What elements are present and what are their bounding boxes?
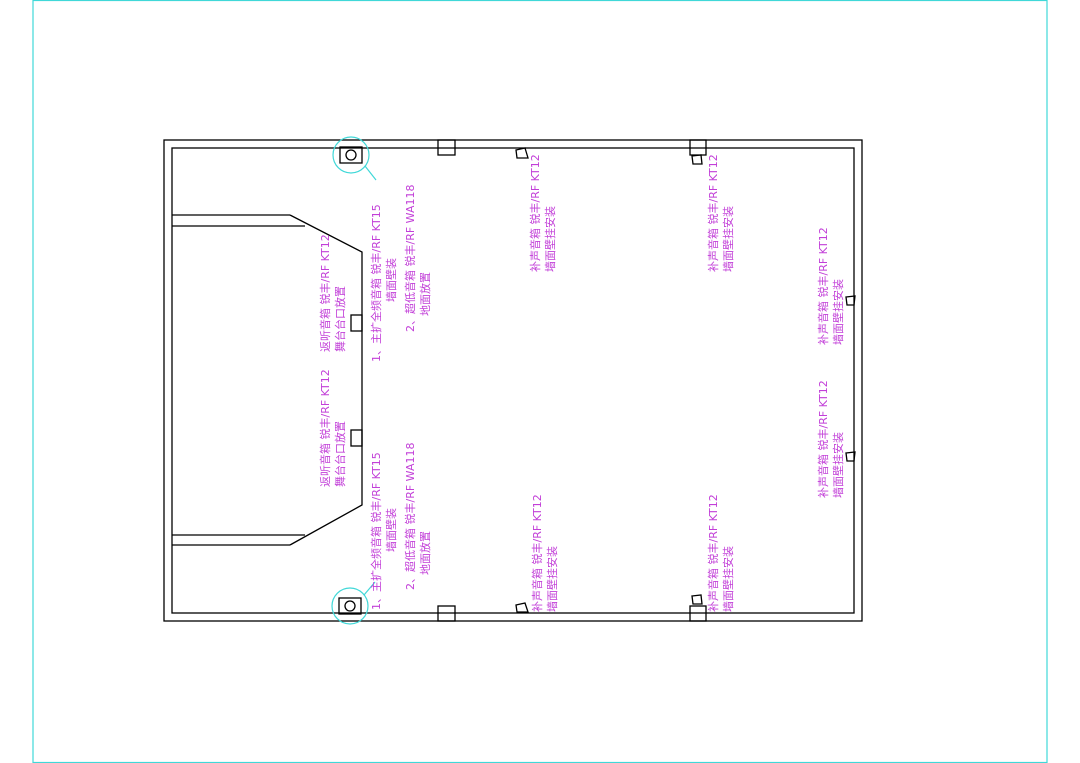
fill-bottom-left-line1: 补声音箱 锐丰/RF KT12: [530, 494, 544, 612]
main-speaker-top: [332, 136, 377, 181]
room-walls: [163, 139, 863, 622]
fill-bottom-mid-line1: 补声音箱 锐丰/RF KT12: [706, 494, 720, 612]
fill-right-upper-line2: 墙面壁挂安装: [831, 279, 845, 345]
columns: [437, 139, 707, 622]
stage: [172, 214, 363, 546]
sub-bottom-line2: 地面放置: [418, 531, 432, 575]
fill-speakers: [515, 147, 856, 613]
fill-top-left-line1: 补声音箱 锐丰/RF KT12: [528, 154, 542, 272]
main-speaker-bottom: [331, 581, 376, 625]
main-bottom-line1: 1、主扩全频音箱 锐丰/RF KT15: [369, 452, 383, 610]
sub-bottom-line1: 2、超低音箱 锐丰/RF WA118: [403, 443, 417, 590]
fill-bottom-mid-line2: 墙面壁挂安装: [721, 546, 735, 612]
fill-right-lower-line1: 补声音箱 锐丰/RF KT12: [816, 380, 830, 498]
fill-top-mid-line2: 墙面壁挂安装: [721, 206, 735, 272]
monitor-top-line2: 舞台台口放置: [333, 286, 347, 352]
monitor-speaker-bottom: [350, 429, 363, 447]
annotations: 1、主扩全频音箱 锐丰/RF KT15 墙面壁装 2、超低音箱 锐丰/RF WA…: [318, 154, 845, 612]
main-bottom-line2: 墙面壁装: [384, 508, 398, 552]
fill-top-mid-line1: 补声音箱 锐丰/RF KT12: [706, 154, 720, 272]
monitor-top-line1: 返听音箱 锐丰/RF KT12: [318, 234, 332, 352]
main-top-line1: 1、主扩全频音箱 锐丰/RF KT15: [369, 204, 383, 362]
fill-right-upper-line1: 补声音箱 锐丰/RF KT12: [816, 227, 830, 345]
sub-top-line2: 地面放置: [418, 272, 432, 316]
drawing-border: [32, 0, 1048, 763]
main-top-line2: 墙面壁装: [384, 258, 398, 302]
monitor-bottom-line2: 舞台台口放置: [333, 421, 347, 487]
fill-top-left-line2: 墙面壁挂安装: [543, 206, 557, 272]
monitor-bottom-line1: 返听音箱 锐丰/RF KT12: [318, 369, 332, 487]
monitor-speaker-top: [350, 314, 363, 332]
sub-top-line1: 2、超低音箱 锐丰/RF WA118: [403, 185, 417, 332]
fill-right-lower-line2: 墙面壁挂安装: [831, 432, 845, 498]
fill-bottom-left-line2: 墙面壁挂安装: [545, 546, 559, 612]
